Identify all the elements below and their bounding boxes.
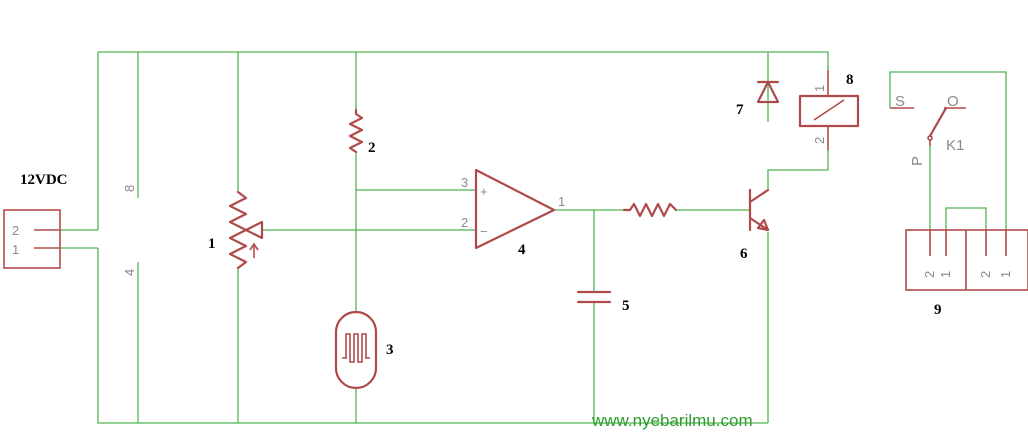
ldr-sensor: 3	[334, 310, 394, 390]
callout-8: 8	[846, 72, 854, 88]
callout-4: 4	[518, 242, 526, 258]
relay-pin-2: 2	[812, 137, 827, 144]
relay-name: K1	[946, 137, 964, 154]
relay-pin-1: 1	[812, 85, 827, 92]
wire-switch-s	[889, 71, 1007, 230]
terminal-right-pin-2: 2	[978, 271, 993, 278]
callout-5: 5	[622, 298, 630, 314]
terminal-right-pin-1: 1	[998, 271, 1013, 278]
terminal-left-pin-2: 2	[922, 271, 937, 278]
callout-9: 9	[934, 302, 942, 318]
wire-terminal-link	[945, 207, 987, 230]
power-connector: 2 1 12VDC	[3, 172, 68, 269]
opamp-minus: −	[480, 224, 488, 239]
capacitor: 5	[576, 290, 630, 314]
ic-power-pins: 8 4	[122, 185, 137, 276]
callout-7: 7	[736, 102, 744, 118]
opamp-pin-3: 3	[461, 175, 468, 190]
opamp-plus: +	[480, 184, 488, 199]
transistor: 6	[740, 188, 770, 262]
resistor-base	[622, 202, 678, 218]
contact-s: S	[895, 93, 905, 110]
power-pin-2: 2	[12, 223, 19, 238]
callout-1: 1	[208, 236, 216, 252]
resistor-r2: 2	[348, 108, 376, 156]
opamp-pin-1: 1	[558, 194, 565, 209]
ic-pin-4: 4	[122, 269, 137, 276]
wire-top-rail	[98, 51, 829, 70]
potentiometer: 1	[208, 190, 264, 270]
callout-6: 6	[740, 246, 748, 262]
callout-3: 3	[386, 342, 394, 358]
ic-pin-8: 8	[122, 185, 137, 192]
terminal-left-pin-1: 1	[938, 271, 953, 278]
relay-coil: 1 2 8	[798, 70, 860, 150]
power-label: 12VDC	[20, 172, 68, 188]
watermark: www.nyebarilmu.com	[591, 411, 753, 430]
wire-collector-relay	[767, 150, 829, 190]
opamp: 3 2 1 + − 4	[461, 168, 565, 258]
opamp-pin-2: 2	[461, 215, 468, 230]
power-pin-1: 1	[12, 242, 19, 257]
callout-2: 2	[368, 140, 376, 156]
diode: 7	[736, 80, 780, 118]
contact-o: O	[947, 93, 959, 110]
wire-left-rail-low	[97, 248, 768, 424]
wires	[60, 51, 1007, 424]
output-terminals: 2 1 2 1 9	[905, 229, 1028, 318]
relay-contact-k1: S O P K1	[890, 93, 966, 166]
contact-p: P	[909, 156, 926, 166]
